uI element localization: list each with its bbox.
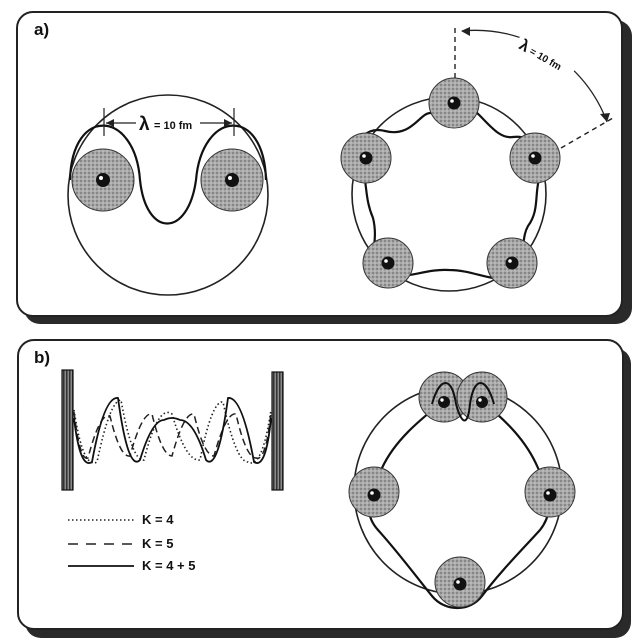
wall-right: [271, 371, 284, 491]
nucleon-pair-top-right-core: [476, 396, 488, 408]
nucleon-left-core: [96, 173, 110, 187]
panel-b-label: b): [34, 348, 50, 367]
nucleon-top-core: [447, 96, 461, 110]
arc-wavelength-label-bg: [512, 33, 577, 82]
nucleon-pair-top-left-core: [438, 396, 450, 408]
nucleon-right-core: [225, 173, 239, 187]
nucleon-left-highlight: [99, 176, 103, 180]
nucleon-lower-right-highlight: [508, 259, 512, 263]
panel-a-label: a): [34, 20, 49, 39]
nucleon-b-right-highlight: [546, 491, 550, 495]
nucleon-lower-left-core: [381, 256, 395, 270]
wave-k5-dashed: [73, 411, 272, 459]
panel-b: b) K = 4 K = 5 K = 4 + 5: [17, 339, 631, 638]
nucleon-pair-top-left-highlight: [440, 398, 444, 402]
wave-function-curve: [68, 124, 268, 225]
standing-wave-box: [61, 369, 284, 491]
nucleon-b-right-core: [543, 488, 557, 502]
nucleon-top: [428, 77, 480, 129]
angle-arc-arrow-end: [600, 113, 610, 122]
nucleon-b-right: [524, 466, 576, 518]
two-body-diagram: λ = 10 fm: [67, 94, 269, 296]
wavelength-arrow-right: [224, 119, 232, 127]
nucleon-right-highlight: [228, 176, 232, 180]
legend-label-k4: K = 4: [142, 512, 174, 527]
wave-k4-dotted: [73, 399, 272, 464]
nucleon-upper-right-core: [528, 151, 542, 165]
nucleon-pair-top-right-highlight: [478, 398, 482, 402]
nucleon-lower-right: [486, 237, 538, 289]
wave-k4-plus-5-solid: [73, 397, 272, 464]
nucleon-b-bottom: [434, 556, 486, 608]
nucleon-pair-wave: [431, 382, 495, 422]
nucleon-right: [200, 148, 264, 212]
legend: K = 4 K = 5 K = 4 + 5: [68, 512, 195, 573]
nucleon-pair-top: [418, 371, 508, 423]
nucleon-upper-left-highlight: [362, 154, 366, 158]
nucleon-upper-right: [509, 132, 561, 184]
nucleon-lower-left: [362, 237, 414, 289]
nucleon-top-highlight: [450, 99, 454, 103]
nucleon-lower-left-highlight: [384, 259, 388, 263]
angle-arc-arrow-start: [461, 27, 470, 36]
legend-label-k5: K = 5: [142, 536, 173, 551]
nucleon-upper-right-highlight: [531, 154, 535, 158]
panel-a: a) λ = 10 fm: [16, 11, 632, 324]
legend-label-k4-plus-5: K = 4 + 5: [142, 558, 195, 573]
angle-dashed-ray-right: [560, 117, 614, 149]
nucleon-upper-left: [340, 132, 392, 184]
nucleon-b-left-highlight: [370, 491, 374, 495]
nucleon-b-left: [348, 466, 400, 518]
wavelength-symbol-left: λ: [139, 114, 150, 135]
outer-circle: [67, 94, 269, 296]
nucleon-left: [71, 148, 135, 212]
wavelength-arrow-left: [106, 119, 114, 127]
nucleon-lower-right-core: [505, 256, 519, 270]
wall-left: [61, 369, 74, 491]
four-body-diagram: [348, 371, 576, 609]
nucleon-upper-left-core: [359, 151, 373, 165]
nucleon-b-bottom-highlight: [456, 580, 460, 584]
nucleon-b-left-core: [367, 488, 381, 502]
wavelength-value-left: = 10 fm: [154, 120, 192, 132]
nucleon-b-bottom-core: [453, 577, 467, 591]
